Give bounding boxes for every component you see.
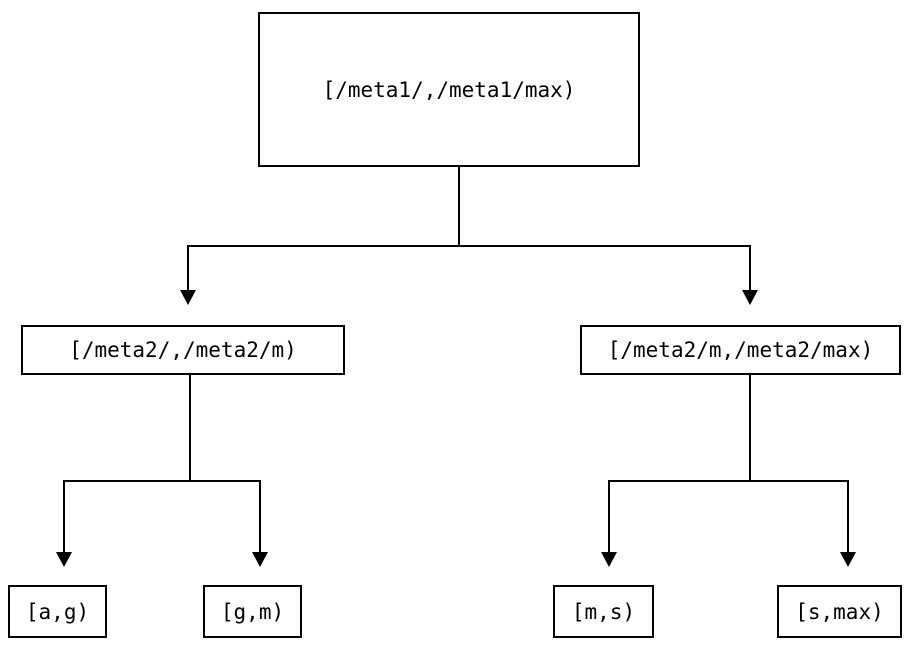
- edge-root-to-mid-right-drop: [749, 245, 751, 291]
- arrowhead-to-leaf-4: [840, 552, 856, 567]
- node-leaf-1[interactable]: [a,g): [8, 585, 107, 638]
- edge-mid-left-to-leaf1-drop: [63, 480, 65, 553]
- node-leaf-4-label: [s,max): [795, 599, 884, 624]
- edge-mid-right-to-leaf4-drop: [847, 480, 849, 553]
- node-mid-right[interactable]: [/meta2/m,/meta2/max): [580, 325, 901, 375]
- arrowhead-to-leaf-2: [252, 552, 268, 567]
- node-leaf-4[interactable]: [s,max): [777, 585, 902, 638]
- edge-mid-left-to-leaf2-drop: [259, 480, 261, 553]
- node-leaf-1-label: [a,g): [25, 599, 90, 624]
- edge-mid-right-crossbar: [608, 480, 849, 482]
- node-leaf-2-label: [g,m): [220, 599, 285, 624]
- node-leaf-3-label: [m,s): [571, 599, 636, 624]
- node-leaf-2[interactable]: [g,m): [203, 585, 302, 638]
- arrowhead-to-mid-left: [180, 290, 196, 305]
- edge-root-crossbar: [187, 245, 751, 247]
- edge-root-to-mid-left-drop: [187, 245, 189, 291]
- node-root[interactable]: [/meta1/,/meta1/max): [258, 12, 640, 167]
- arrowhead-to-leaf-1: [56, 552, 72, 567]
- node-mid-left[interactable]: [/meta2/,/meta2/m): [21, 325, 345, 375]
- node-mid-left-label: [/meta2/,/meta2/m): [69, 338, 297, 362]
- edge-mid-left-stem: [189, 375, 191, 481]
- edge-mid-right-stem: [749, 375, 751, 481]
- node-root-label: [/meta1/,/meta1/max): [322, 77, 576, 102]
- arrowhead-to-mid-right: [742, 290, 758, 305]
- node-leaf-3[interactable]: [m,s): [553, 585, 654, 638]
- edge-mid-right-to-leaf3-drop: [608, 480, 610, 553]
- edge-mid-left-crossbar: [63, 480, 261, 482]
- arrowhead-to-leaf-3: [601, 552, 617, 567]
- edge-root-stem: [458, 167, 460, 246]
- node-mid-right-label: [/meta2/m,/meta2/max): [607, 338, 874, 362]
